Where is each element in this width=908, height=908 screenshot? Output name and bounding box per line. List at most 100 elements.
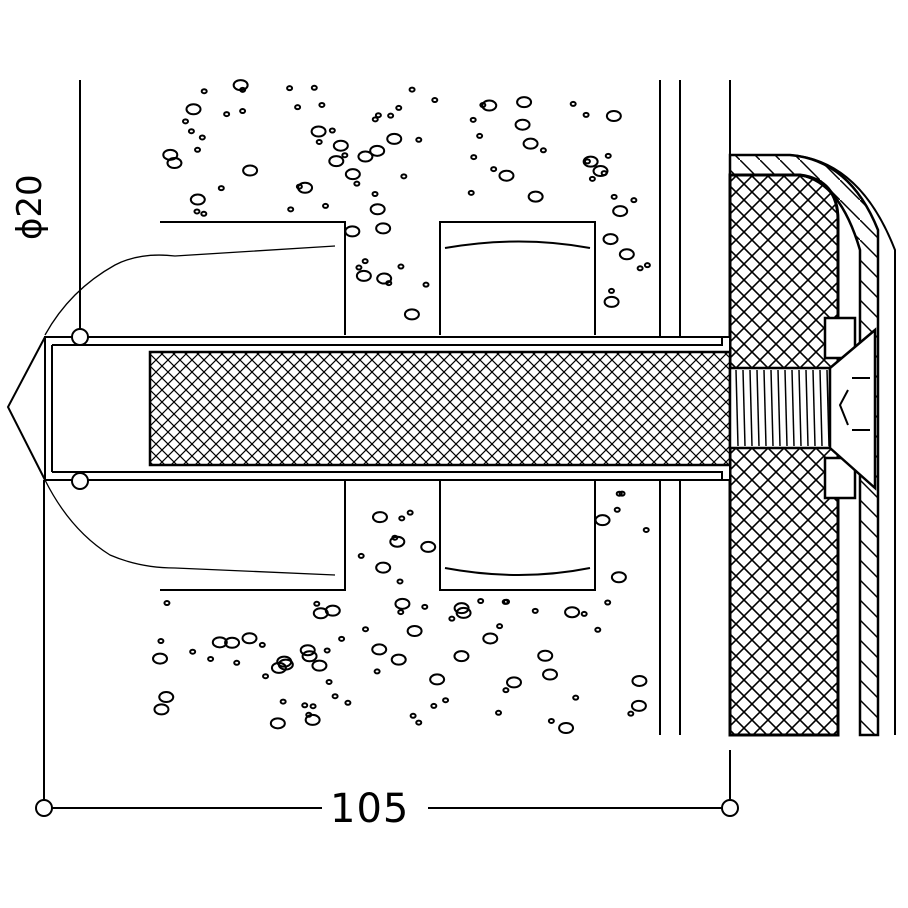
dimension-lines: [35, 80, 739, 817]
aggregate-stone: [198, 134, 206, 141]
aggregate-stone: [642, 526, 650, 533]
aggregate-stone: [604, 599, 612, 606]
aggregate-stone: [408, 86, 416, 93]
thread-line: [805, 369, 809, 447]
aggregate-stone: [304, 713, 321, 726]
aggregate-stone: [328, 155, 345, 168]
aggregate-stone: [631, 674, 648, 687]
aggregate-stone: [630, 699, 647, 712]
aggregate-stone: [311, 659, 328, 672]
aggregate-stone: [604, 152, 612, 159]
aggregate-stone: [331, 693, 339, 700]
drill-hole-outline: [44, 245, 336, 336]
aggregate-stone: [542, 668, 559, 681]
aggregate-stone: [262, 673, 270, 680]
aggregate-stone: [505, 676, 522, 689]
aggregate-stone: [362, 626, 370, 633]
aggregate-stone: [467, 189, 475, 196]
aggregate-stone: [397, 609, 405, 616]
aggregate-stone: [376, 272, 393, 285]
aggregate-stone: [318, 101, 326, 108]
aggregate-stone: [453, 602, 470, 615]
aggregate-stone: [409, 712, 417, 719]
aggregate-stone: [258, 641, 266, 648]
aggregate-stone: [453, 650, 470, 663]
aggregate-stone: [223, 111, 231, 118]
aggregate-stone: [643, 262, 651, 269]
thread-line: [742, 369, 746, 447]
aggregate-stone: [406, 625, 423, 638]
aggregate-stone: [242, 164, 259, 177]
aggregate-stone: [618, 490, 626, 497]
aggregate-stone: [588, 175, 596, 182]
aggregate-stone: [431, 97, 439, 104]
aggregate-stone: [603, 295, 620, 308]
aggregate-stone: [241, 632, 258, 645]
aggregate-stone: [374, 112, 382, 119]
aggregate-stone: [395, 104, 403, 111]
thread-line: [791, 369, 795, 447]
aggregate-stone: [470, 154, 478, 161]
aggregate-stone: [276, 655, 293, 668]
aggregate-stone: [369, 203, 386, 216]
aggregate-stone: [415, 136, 423, 143]
aggregate-stone: [153, 703, 170, 716]
diameter-dimension-label: ϕ20: [10, 174, 50, 240]
aggregate-stone: [375, 222, 392, 235]
aggregate-stone: [371, 511, 388, 524]
aggregate-stone: [224, 636, 241, 649]
aggregate-stone: [613, 506, 621, 513]
thread-line: [763, 369, 767, 447]
aggregate-stone: [564, 606, 581, 619]
aggregate-stone: [328, 127, 336, 134]
aggregate-stone: [157, 638, 165, 645]
aggregate-stone: [287, 206, 295, 213]
aggregate-stone: [429, 673, 446, 686]
aggregate-stone: [217, 185, 225, 192]
aggregate-stone: [400, 173, 408, 180]
aggregate-stone: [502, 687, 510, 694]
aggregate-stone: [357, 552, 365, 559]
anchor-sleeve: [6, 336, 732, 481]
aggregate-stone: [371, 116, 379, 123]
aggregate-stone: [200, 88, 208, 95]
aggregate-stone: [371, 643, 388, 656]
aggregate-stone: [396, 578, 404, 585]
aggregate-stone: [163, 600, 171, 607]
aggregate-stone: [602, 233, 619, 246]
aggregate-stone: [558, 721, 575, 734]
aggregate-stone: [232, 79, 249, 92]
aggregate-stone: [481, 99, 498, 112]
aggregate-stone: [158, 691, 175, 704]
aggregate-stone: [582, 155, 599, 168]
aggregate-stone: [572, 694, 580, 701]
aggregate-stone: [312, 607, 329, 620]
aggregate-stone: [386, 132, 403, 145]
aggregate-stone: [233, 659, 241, 666]
aggregate-stone: [391, 534, 399, 541]
aggregate-stone: [189, 193, 206, 206]
aggregate-stone: [569, 100, 577, 107]
aggregate-stone: [309, 703, 317, 710]
aggregate-stone: [301, 650, 318, 663]
aggregate-stone: [394, 597, 411, 610]
aggregate-stone: [630, 197, 638, 204]
aggregate-stone: [357, 150, 374, 163]
aggregate-stone: [397, 263, 405, 270]
thread-line: [812, 369, 816, 447]
aggregate-stone: [636, 265, 644, 272]
aggregate-stone: [582, 111, 590, 118]
aggregate-stone: [627, 710, 635, 717]
aggregate-stone: [605, 110, 622, 123]
aggregate-stone: [476, 132, 484, 139]
aggregate-stone: [390, 653, 407, 666]
aggregate-stone: [527, 190, 544, 203]
aggregate-stone: [539, 147, 547, 154]
aggregate-stone: [442, 697, 450, 704]
aggregate-stone: [495, 709, 503, 716]
aggregate-stone: [469, 116, 477, 123]
aggregate-stone: [323, 647, 331, 654]
aggregate-stone: [420, 540, 437, 553]
aggregate-stone: [344, 168, 361, 181]
aggregate-stone: [514, 118, 531, 131]
